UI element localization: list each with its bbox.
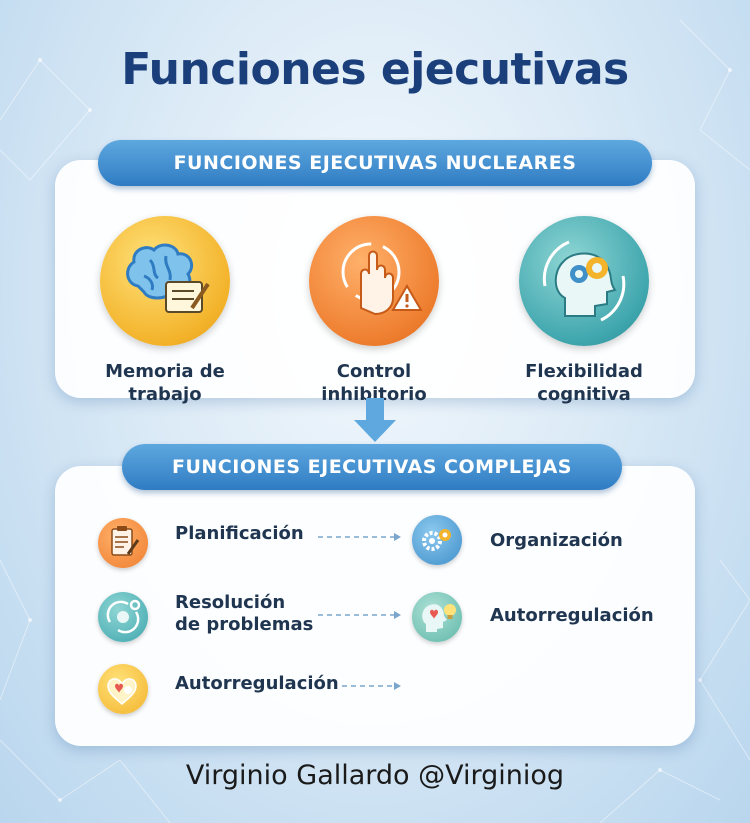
stop-hand-icon [309, 216, 439, 346]
complex-label-planning: Planificación [175, 523, 304, 544]
core-item-working-memory: Memoria de trabajo [75, 216, 255, 406]
brain-notes-icon [100, 216, 230, 346]
author-credit: Virginio Gallardo @Virginiog [185, 760, 565, 791]
complex-functions-header: FUNCIONES EJECUTIVAS COMPLEJAS [122, 444, 622, 490]
complex-label-self-regulation: Autorregulación [490, 605, 654, 626]
core-label: Flexibilidad cognitiva [525, 361, 643, 405]
complex-label-organization: Organización [490, 530, 623, 551]
core-label: Control inhibitorio [321, 361, 427, 405]
gears-icon [412, 515, 462, 565]
dashed-arrow [318, 611, 401, 619]
core-item-inhibitory-control: Control inhibitorio [284, 216, 464, 406]
complex-label-self-regulation: Autorregulación [175, 673, 339, 694]
arrow-down-icon [354, 398, 396, 442]
complex-functions-card [55, 466, 695, 746]
heart-bulb-icon [98, 664, 148, 714]
page-title: Funciones ejecutivas [121, 44, 629, 95]
head-bulb-icon [412, 592, 462, 642]
core-label: Memoria de trabajo [105, 361, 225, 405]
clipboard-icon [98, 518, 148, 568]
complex-label-problem-solving: Resolución de problemas [175, 592, 314, 635]
dashed-arrow [318, 533, 401, 541]
core-functions-header: FUNCIONES EJECUTIVAS NUCLEARES [98, 140, 652, 186]
head-gears-icon [519, 216, 649, 346]
cycle-gear-icon [98, 592, 148, 642]
core-item-cognitive-flexibility: Flexibilidad cognitiva [494, 216, 674, 406]
dashed-arrow [342, 682, 401, 690]
